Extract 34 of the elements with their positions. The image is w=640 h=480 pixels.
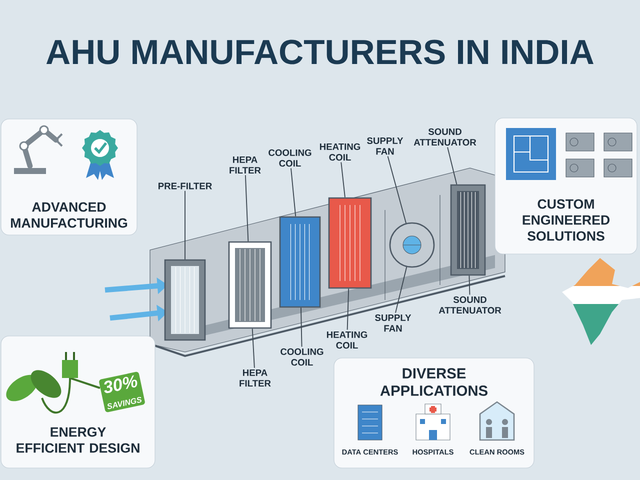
leader-line [340, 162, 346, 198]
attenuator-panel [450, 184, 486, 276]
component-label: SOUND ATTENUATOR [414, 128, 476, 146]
leader-line [244, 174, 249, 242]
leader-line [387, 156, 406, 224]
component-label: SUPPLY FAN [375, 314, 412, 332]
component-label: HEPA FILTER [240, 369, 271, 387]
component-label: HEATING COIL [326, 331, 368, 349]
heating-coil-panel [328, 197, 372, 289]
leader-line [252, 328, 255, 368]
title: AHU MANUFACTURERS IN INDIA [46, 40, 594, 64]
pre-filter-panel [164, 259, 206, 341]
leader-line [290, 168, 296, 217]
card-title: ENERGY EFFICIENT DESIGN [16, 427, 140, 453]
component-label: SUPPLY FAN [367, 137, 404, 155]
component-label: COOLING COIL [280, 348, 324, 366]
card-title: DIVERSE APPLICATIONS [380, 368, 488, 396]
component-label: SOUND ATTENUATOR [438, 296, 502, 314]
leader-line [300, 307, 302, 348]
card-title: CUSTOM ENGINEERED SOLUTIONS [522, 199, 610, 241]
hepa-filter-panel [228, 241, 272, 329]
savings-tag: 30% SAVINGS [99, 372, 145, 412]
leader-line [346, 288, 350, 330]
component-label: HEPA FILTER [230, 156, 261, 174]
component-label: PRE-FILTER [158, 182, 212, 190]
leader-line [395, 266, 408, 314]
component-label: HEATING COIL [320, 143, 360, 161]
leader-line [184, 190, 186, 260]
leader-line [447, 146, 458, 185]
leader-line [468, 275, 470, 296]
component-label: COOLING COIL [268, 149, 312, 167]
cooling-coil-panel [279, 216, 321, 308]
card-title: ADVANCED MANUFACTURING [11, 202, 128, 228]
fan-drawing [389, 222, 435, 268]
